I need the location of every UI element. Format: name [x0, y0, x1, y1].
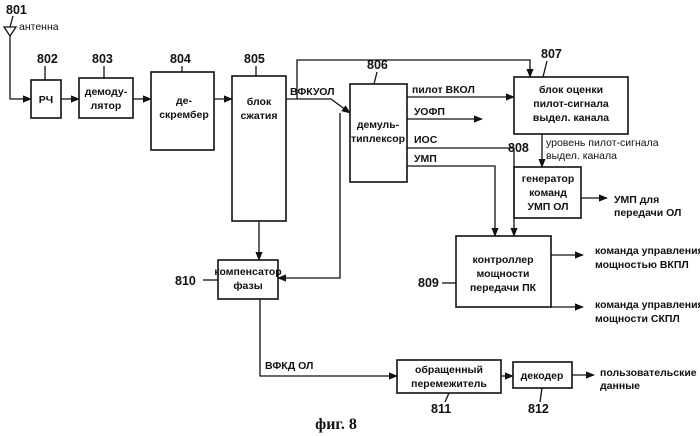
- block-deint-ref: 811: [431, 402, 451, 416]
- block-power-label-1: контроллер: [472, 254, 533, 266]
- wire-antenna-rf: [10, 36, 31, 99]
- block-compression: 805 блок сжатия: [232, 52, 286, 221]
- block-rf-label: РЧ: [39, 94, 53, 106]
- block-tpc-label-1: генератор: [522, 173, 574, 185]
- wire-ump: [407, 166, 495, 236]
- block-demodulator: 803 демоду- лятор: [79, 52, 133, 118]
- antenna: 801 антенна: [4, 3, 59, 36]
- block-power-controller: 809 контроллер мощности передачи ПК: [418, 236, 551, 307]
- block-power-ref: 809: [418, 276, 439, 290]
- signal-ios: ИОС: [414, 134, 438, 146]
- signal-pilot-vkol: пилот ВКОЛ: [412, 84, 475, 96]
- block-compress-label-1: блок: [247, 96, 272, 108]
- block-pilot-ref: 807: [541, 47, 562, 61]
- signal-vfkd: ВФКД ОЛ: [265, 360, 313, 372]
- antenna-leader: [10, 16, 13, 27]
- block-phase-ref: 810: [175, 274, 196, 288]
- signal-pilot-level-1: уровень пилот-сигнала: [546, 137, 659, 149]
- block-phase-label-1: компенсатор: [214, 266, 281, 278]
- block-power-label-2: мощности: [477, 268, 530, 280]
- signal-ump-out-1: УМП для: [614, 194, 659, 206]
- signal-cmd-skpl-1: команда управления: [595, 299, 700, 311]
- wire-demux-phase: [278, 113, 340, 278]
- antenna-label: антенна: [19, 21, 59, 33]
- block-demod-ref: 803: [92, 52, 113, 66]
- wire-compress-demux: [286, 99, 350, 113]
- block-power-label-3: передачи ПК: [470, 282, 537, 294]
- block-demod-label-1: демоду-: [85, 86, 128, 98]
- signal-pilot-level-2: выдел. канала: [546, 150, 617, 162]
- signal-ump-out-2: передачи ОЛ: [614, 207, 681, 219]
- block-descrambler: 804 де- скрембер: [151, 52, 214, 150]
- signal-user-data-2: данные: [600, 380, 640, 392]
- block-compress-label-2: сжатия: [241, 110, 278, 122]
- block-demultiplexer: 806 демуль- типлексор: [350, 58, 407, 182]
- block-tpc-label-2: команд: [529, 187, 567, 199]
- leader-807: [543, 61, 547, 77]
- block-pilot-label-1: блок оценки: [539, 84, 603, 96]
- block-descr-label-1: де-: [176, 95, 193, 107]
- leader-812: [540, 388, 542, 402]
- block-demod-label-2: лятор: [91, 100, 122, 112]
- antenna-icon: [4, 27, 16, 36]
- signal-uofp: УОФП: [414, 106, 445, 118]
- block-descr-ref: 804: [170, 52, 191, 66]
- block-descr-label-2: скрембер: [159, 109, 209, 121]
- block-demod-box: [79, 78, 133, 118]
- block-decoder-ref: 812: [528, 402, 549, 416]
- block-deint-label-1: обращенный: [415, 364, 483, 376]
- block-rf: 802 РЧ: [31, 52, 61, 118]
- signal-cmd-vkpl-2: мощностью ВКПЛ: [595, 259, 689, 271]
- block-pilot-label-3: выдел. канала: [533, 112, 609, 124]
- block-tpc-label-3: УМП ОЛ: [527, 201, 568, 213]
- signal-cmd-vkpl-1: команда управления: [595, 245, 700, 257]
- block-demux-label-2: типлексор: [351, 133, 405, 145]
- signal-ump: УМП: [414, 153, 437, 165]
- block-pilot-estimator: 807 блок оценки пилот-сигнала выдел. кан…: [514, 47, 628, 134]
- block-rf-ref: 802: [37, 52, 58, 66]
- block-compress-ref: 805: [244, 52, 265, 66]
- block-phase-compensator: 810 компенсатор фазы: [175, 260, 282, 299]
- leader-806: [374, 72, 377, 84]
- block-decoder-label: декодер: [521, 370, 564, 382]
- block-decoder: декодер 812: [513, 362, 572, 416]
- block-deinterleaver: обращенный перемежитель 811: [397, 360, 501, 416]
- block-deint-label-2: перемежитель: [411, 378, 487, 390]
- block-pilot-label-2: пилот-сигнала: [533, 98, 609, 110]
- block-demux-label-1: демуль-: [357, 119, 400, 131]
- signal-user-data-1: пользовательские: [600, 367, 697, 379]
- block-phase-label-2: фазы: [233, 280, 262, 292]
- antenna-ref: 801: [6, 3, 27, 17]
- figure-caption: фиг. 8: [315, 416, 357, 433]
- leader-811: [445, 393, 449, 402]
- signal-cmd-skpl-2: мощности СКПЛ: [595, 313, 680, 325]
